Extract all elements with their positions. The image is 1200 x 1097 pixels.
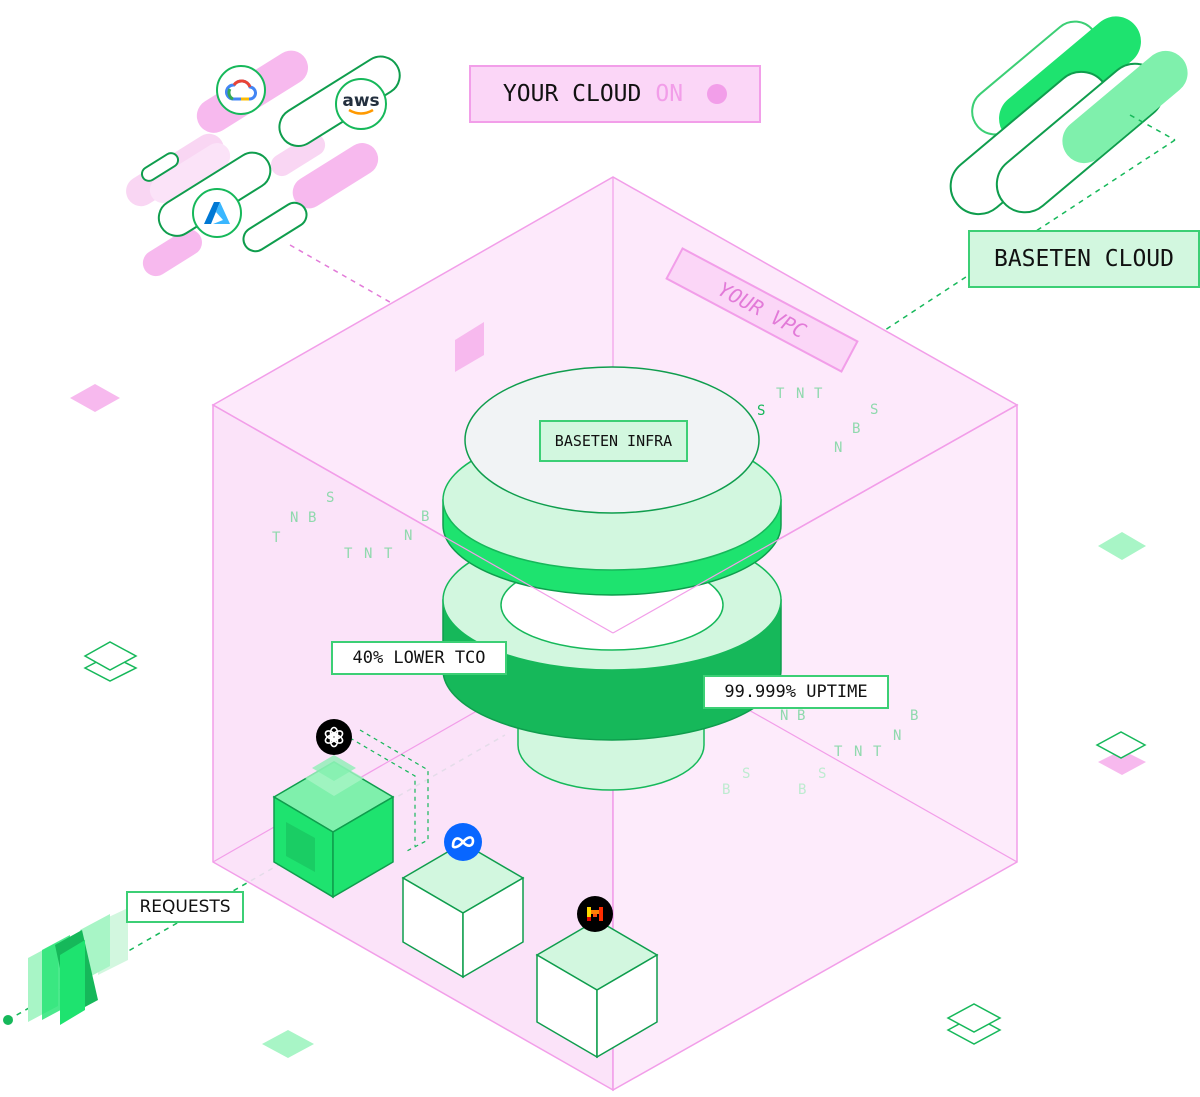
- your-cloud-on-label: YOUR CLOUD ON: [469, 65, 761, 123]
- svg-text:B: B: [722, 782, 730, 798]
- request-panels: [3, 908, 128, 1025]
- svg-text:T: T: [776, 386, 785, 402]
- model-cube-meta: [401, 842, 525, 979]
- azure-icon: [192, 188, 242, 238]
- model-cube-openai: [272, 729, 429, 899]
- model-cube-mistral: [535, 919, 659, 1059]
- baseten-cloud-cluster: [949, 16, 1188, 216]
- svg-text:N: N: [854, 744, 862, 760]
- svg-text:S: S: [742, 766, 750, 782]
- svg-text:T: T: [272, 530, 281, 546]
- svg-text:N: N: [834, 440, 842, 456]
- svg-text:T: T: [873, 744, 882, 760]
- openai-icon: [316, 719, 352, 755]
- svg-text:S: S: [326, 490, 334, 506]
- on-text: ON: [655, 81, 684, 107]
- baseten-infra-label: BASETEN INFRA: [539, 420, 688, 462]
- svg-text:N: N: [780, 708, 788, 724]
- mistral-icon: [577, 896, 613, 932]
- google-cloud-icon: [216, 65, 266, 115]
- svg-text:T: T: [834, 744, 843, 760]
- svg-text:N: N: [893, 728, 901, 744]
- lower-tco-label: 40% LOWER TCO: [331, 641, 507, 675]
- svg-text:B: B: [797, 708, 805, 724]
- baseten-cloud-label: BASETEN CLOUD: [968, 230, 1200, 288]
- svg-text:S: S: [757, 403, 765, 419]
- svg-text:B: B: [852, 421, 860, 437]
- toggle-dot-icon: [707, 84, 728, 104]
- svg-text:T: T: [384, 546, 393, 562]
- svg-text:N: N: [404, 528, 412, 544]
- svg-text:S: S: [818, 766, 826, 782]
- requests-label: REQUESTS: [126, 891, 244, 923]
- aws-icon: aws: [335, 78, 387, 130]
- svg-text:N: N: [796, 386, 804, 402]
- uptime-label: 99.999% UPTIME: [703, 675, 889, 709]
- svg-text:B: B: [910, 708, 918, 724]
- svg-text:T: T: [344, 546, 353, 562]
- svg-text:B: B: [308, 510, 316, 526]
- svg-text:B: B: [798, 782, 806, 798]
- svg-text:S: S: [870, 402, 878, 418]
- meta-icon: [444, 823, 482, 861]
- aws-text: aws: [342, 90, 380, 111]
- svg-text:N: N: [364, 546, 372, 562]
- your-cloud-text: YOUR CLOUD: [502, 81, 642, 107]
- floating-decorations: [70, 384, 1147, 1058]
- svg-text:B: B: [421, 509, 429, 525]
- svg-text:T: T: [814, 386, 823, 402]
- svg-text:N: N: [290, 510, 298, 526]
